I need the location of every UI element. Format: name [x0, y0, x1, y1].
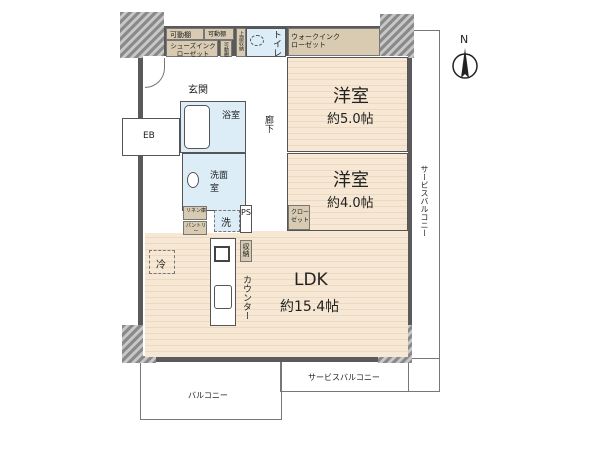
column-top-left — [120, 12, 164, 58]
bathroom-label: 浴室 — [222, 111, 241, 121]
shelf-1-label: 可動棚 — [170, 31, 191, 39]
fridge-space: 冷 — [149, 250, 175, 274]
upper-storage: 上部収納 — [236, 28, 246, 57]
kitchen-storage: 収納 — [240, 240, 252, 262]
laundry-label: 洗 — [221, 218, 231, 229]
column-top-right — [380, 14, 414, 58]
ps-label: PS — [241, 208, 251, 217]
kitchen-storage-label: 収納 — [242, 243, 250, 257]
fridge-label: 冷 — [156, 260, 166, 271]
upper-storage-label: 上部収納 — [238, 31, 244, 51]
washroom-label: 洗面室 — [210, 171, 229, 194]
linen-label: リネン庫 — [185, 208, 206, 214]
ldk-name: LDK — [294, 270, 328, 290]
shoe-closet: シューズインクローゼット — [166, 40, 218, 58]
shelf-2-label: 可動棚 — [208, 31, 227, 38]
eb-label: EB — [143, 131, 155, 141]
stove-icon — [214, 246, 230, 262]
laundry-area: 洗 — [214, 210, 240, 232]
balcony — [140, 358, 282, 420]
closet: クローゼット — [288, 205, 310, 230]
hall-label: 廊下 — [263, 115, 273, 133]
service-balcony-right-label: サービスバルコニー — [420, 165, 429, 237]
walk-in-closet: ウォークインクローゼット — [288, 28, 380, 56]
linen-closet: リネン庫 — [183, 206, 207, 220]
pantry: パントリー — [183, 221, 207, 235]
western-room-1-size: 約5.0帖 — [327, 112, 374, 127]
toilet-label: トイレ — [271, 30, 281, 57]
balcony-label: バルコニー — [188, 391, 228, 400]
ps: PS — [240, 205, 252, 233]
kitchen-sink-icon — [214, 285, 232, 309]
eb-box — [122, 118, 180, 156]
north-arrow-icon — [452, 48, 478, 79]
western-room-2-name: 洋室 — [333, 170, 369, 191]
sink-icon — [187, 172, 199, 188]
service-balcony-bottom-label: サービスバルコニー — [308, 373, 380, 382]
toilet-bowl-icon — [250, 35, 264, 46]
counter-label: カウンター — [241, 275, 251, 320]
ldk-upper — [252, 231, 408, 235]
western-room-1 — [287, 57, 408, 152]
shelf-3: 可動棚 — [220, 40, 232, 57]
compass-label: N — [460, 33, 469, 46]
ldk — [145, 233, 408, 357]
walk-in-closet-label: ウォークインクローゼット — [291, 33, 340, 49]
pantry-label: パントリー — [185, 223, 207, 235]
shoe-closet-label: シューズインクローゼット — [170, 42, 216, 58]
entrance-label: 玄関 — [188, 85, 208, 96]
ldk-size: 約15.4帖 — [280, 299, 340, 315]
shelf-3-label: 可動棚 — [223, 42, 229, 57]
western-room-2-size: 約4.0帖 — [327, 196, 374, 211]
western-room-1-name: 洋室 — [333, 86, 369, 107]
bathtub-icon — [184, 105, 210, 149]
shelf-1: 可動棚 — [166, 28, 204, 40]
shelf-2: 可動棚 — [204, 28, 234, 40]
closet-label: クローゼット — [290, 209, 309, 224]
